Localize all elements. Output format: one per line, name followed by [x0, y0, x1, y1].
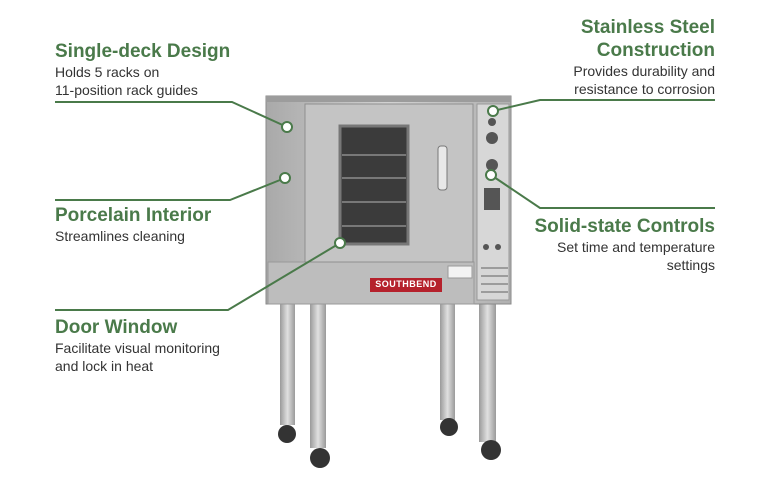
callout-desc: Provides durability and	[573, 63, 715, 79]
callout-desc: Facilitate visual monitoring	[55, 340, 220, 356]
callout-title: Solid-state Controls	[534, 216, 715, 237]
callout-title: Single-deck Design	[55, 41, 231, 62]
callout-single-deck: Single-deck Design Holds 5 racks on 11-p…	[55, 40, 230, 99]
callout-door-window: Door Window Facilitate visual monitoring…	[55, 316, 220, 375]
callout-desc: settings	[666, 257, 715, 273]
brand-text: SOUTHBEND	[375, 279, 437, 289]
callout-title: Porcelain Interior	[55, 205, 212, 226]
callout-desc: Set time and temperature	[557, 239, 715, 255]
callout-dots	[279, 105, 499, 249]
callout-title: Construction	[596, 40, 715, 61]
callout-desc: 11-position rack guides	[55, 82, 198, 98]
callout-porcelain: Porcelain Interior Streamlines cleaning	[55, 204, 211, 245]
callout-desc: Streamlines cleaning	[55, 228, 185, 244]
callout-title: Door Window	[55, 317, 178, 338]
callout-desc: Holds 5 racks on	[55, 64, 160, 80]
callout-desc: resistance to corrosion	[574, 81, 715, 97]
caster-wheels	[278, 418, 501, 468]
oven-legs	[280, 300, 496, 448]
door-handle	[437, 145, 448, 191]
callout-controls: Solid-state Controls Set time and temper…	[534, 215, 715, 274]
callout-title: Stainless Steel	[580, 17, 715, 38]
callout-desc: and lock in heat	[55, 358, 154, 374]
callout-stainless: Stainless Steel Construction Provides du…	[573, 16, 715, 98]
brand-badge	[370, 278, 442, 292]
door-window	[338, 124, 410, 246]
connector-lines	[55, 99, 715, 311]
